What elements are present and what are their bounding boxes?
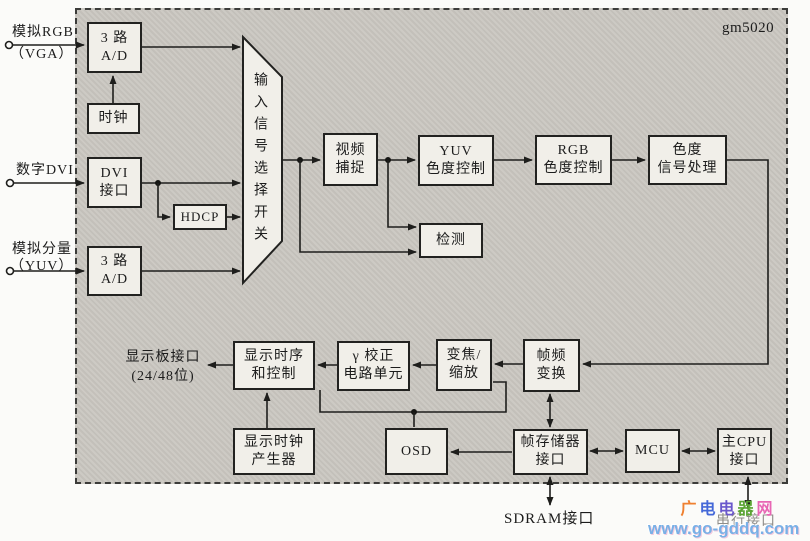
- block-yuv-control: YUV 色度控制: [418, 135, 494, 186]
- chip-name-label: gm5020: [722, 20, 775, 36]
- display-panel-label-line1: 显示板接口: [125, 350, 201, 365]
- input-terminal-lines: [4, 40, 85, 276]
- block-video-capture: 视频 捕捉: [323, 133, 378, 186]
- block-frame-rate-conversion: 帧频 变换: [523, 339, 580, 392]
- block-gamma-correction: γ 校正 电路单元: [337, 341, 410, 391]
- block-adc-bottom: 3 路 A/D: [87, 246, 142, 296]
- input-label-dvi: 数字DVI: [16, 163, 74, 178]
- block-frame-memory-interface: 帧存储器 接口: [513, 429, 588, 475]
- watermark-url: www.go-gddq.com: [648, 519, 800, 538]
- input-label-yuv-line2: （YUV）: [10, 259, 74, 274]
- block-osd: OSD: [385, 428, 448, 475]
- block-detect: 检测: [419, 223, 483, 258]
- serial-interface-label: 串行接口: [716, 514, 776, 529]
- input-label-vga-line1: 模拟RGB: [12, 25, 74, 40]
- watermark-site-name: 广电电器网: [680, 501, 776, 518]
- block-main-cpu-interface: 主CPU 接口: [717, 428, 772, 475]
- input-label-yuv-line1: 模拟分量: [12, 242, 72, 257]
- block-adc-top: 3 路 A/D: [87, 22, 142, 73]
- block-display-clock-generator: 显示时钟 产生器: [233, 428, 315, 475]
- block-chroma-processing: 色度 信号处理: [648, 135, 727, 185]
- input-label-vga-line2: （VGA）: [10, 47, 74, 62]
- input-mux-label: 输入信号选择开关: [252, 72, 267, 248]
- display-panel-label-line2: (24/48位): [131, 369, 195, 384]
- block-rgb-control: RGB 色度控制: [535, 135, 612, 185]
- watermark: 广电电器网 www.go-gddq.com: [648, 495, 808, 539]
- block-mcu: MCU: [625, 429, 680, 473]
- block-display-timing: 显示时序 和控制: [233, 341, 315, 390]
- block-dvi-interface: DVI 接口: [87, 157, 142, 208]
- sdram-interface-label: SDRAM接口: [504, 511, 595, 527]
- block-hdcp: HDCP: [173, 204, 227, 230]
- block-clock: 时钟: [87, 103, 140, 134]
- block-zoom-scale: 变焦/ 缩放: [436, 339, 492, 391]
